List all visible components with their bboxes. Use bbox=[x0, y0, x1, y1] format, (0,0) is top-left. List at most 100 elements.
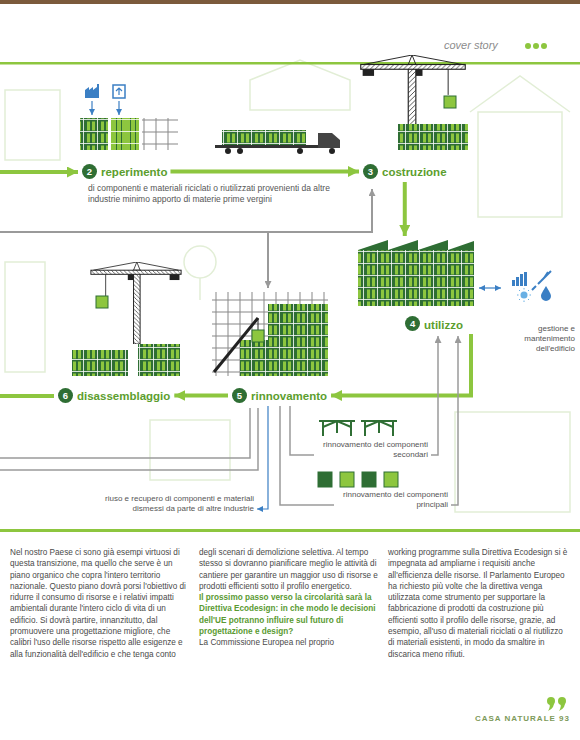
management-icons bbox=[521, 292, 528, 299]
sourcing-illustration bbox=[91, 101, 92, 115]
step-name: reperimento bbox=[101, 166, 167, 178]
truck bbox=[215, 145, 320, 148]
step-number: 5 bbox=[232, 388, 247, 403]
flow-arrow bbox=[280, 406, 334, 505]
truck bbox=[215, 130, 340, 154]
background-houses bbox=[250, 60, 350, 110]
flow-lines bbox=[0, 408, 250, 458]
article-text: La Commissione Europea nel proprio bbox=[199, 637, 379, 648]
step-number: 2 bbox=[82, 164, 97, 179]
flow-lines bbox=[0, 172, 372, 470]
background-houses bbox=[455, 412, 570, 512]
note-text: rinnovamento dei componenti principali bbox=[338, 490, 448, 510]
process-step: 6disassemblaggio bbox=[58, 388, 170, 403]
construction-crane bbox=[361, 55, 468, 150]
main-components-icons bbox=[340, 472, 354, 487]
section-tag: cover story bbox=[444, 39, 498, 51]
section-dots bbox=[525, 43, 531, 49]
management-icons bbox=[512, 271, 551, 302]
truck bbox=[237, 148, 243, 154]
sourcing-illustration bbox=[111, 118, 139, 150]
sourcing-illustration bbox=[142, 118, 178, 150]
flow-arrow bbox=[331, 334, 471, 396]
secondary-components-icons bbox=[319, 421, 397, 436]
section-dots bbox=[525, 43, 547, 49]
note-box: riuso e recupero di componenti e materia… bbox=[74, 494, 254, 514]
step-name: rinnovamento bbox=[251, 390, 327, 402]
background-houses bbox=[199, 278, 201, 300]
background-houses bbox=[470, 76, 570, 112]
truck bbox=[297, 148, 303, 154]
sourcing-illustration bbox=[80, 118, 108, 150]
step-number: 6 bbox=[58, 388, 73, 403]
disassembly-illustration bbox=[138, 344, 180, 376]
flow-arrow bbox=[257, 406, 268, 509]
process-step: 2 reperimento bbox=[82, 164, 167, 179]
flow-arrow bbox=[479, 287, 501, 288]
quote-mark bbox=[547, 697, 566, 711]
main-components-icons bbox=[318, 472, 398, 487]
step-description: di componenti e materiali riciclati o ri… bbox=[88, 183, 360, 205]
disassembly-illustration bbox=[91, 262, 181, 344]
renovation-illustration bbox=[268, 304, 328, 376]
flow-arrow bbox=[451, 336, 458, 505]
article-question: Il prossimo passo verso la circolarità s… bbox=[199, 592, 379, 637]
management-icons bbox=[516, 277, 519, 286]
step-number: 3 bbox=[363, 164, 378, 179]
renovation-illustration bbox=[252, 330, 264, 342]
bottom-rule bbox=[0, 529, 580, 532]
quote-mark bbox=[548, 701, 554, 711]
building-in-use bbox=[358, 250, 474, 306]
process-step: 4utilizzo bbox=[355, 238, 477, 334]
building-in-use bbox=[358, 240, 474, 250]
management-icons bbox=[520, 274, 523, 286]
text-column: Nel nostro Paese ci sono già esempi virt… bbox=[10, 547, 190, 660]
truck bbox=[318, 133, 340, 148]
secondary-components-icons bbox=[361, 421, 397, 436]
sourcing-illustration bbox=[113, 85, 125, 98]
section-dots bbox=[533, 43, 539, 49]
management-icons bbox=[517, 288, 531, 302]
renovation-illustration bbox=[212, 292, 328, 376]
background-houses bbox=[184, 246, 216, 278]
sourcing-illustration bbox=[118, 101, 119, 115]
construction-crane bbox=[444, 96, 456, 108]
process-step: 3costruzione bbox=[363, 164, 447, 179]
note-box: gestione e mantenimento dell'edificio bbox=[503, 262, 575, 354]
renovation-illustration bbox=[258, 318, 259, 330]
note-text: rinnovamento dei componenti secondari bbox=[318, 440, 428, 460]
note-box: rinnovamento dei componenti principali bbox=[338, 490, 448, 510]
note-text: riuso e recupero di componenti e materia… bbox=[74, 494, 254, 514]
text-column: degli scenari di demolizione selettiva. … bbox=[199, 547, 379, 649]
background-houses bbox=[5, 60, 570, 512]
flow-arrow bbox=[290, 406, 314, 455]
flow-arrow bbox=[170, 170, 359, 174]
renovation-illustration bbox=[212, 292, 328, 376]
background-houses bbox=[150, 420, 230, 480]
sourcing-illustration bbox=[116, 88, 122, 95]
renovation-illustration bbox=[214, 318, 258, 372]
secondary-components-icons bbox=[319, 421, 355, 436]
step-name: utilizzo bbox=[424, 319, 463, 331]
background-houses bbox=[478, 112, 562, 217]
flow-lines bbox=[267, 232, 269, 288]
flow-lines bbox=[0, 408, 258, 470]
article-text: degli scenari di demolizione selettiva. … bbox=[199, 547, 379, 592]
disassembly-illustration bbox=[72, 262, 181, 376]
flow-arrow bbox=[431, 336, 438, 455]
construction-crane bbox=[398, 124, 468, 150]
quote-mark bbox=[559, 701, 565, 711]
management-icons bbox=[532, 271, 551, 290]
top-rule bbox=[0, 62, 580, 65]
building-in-use bbox=[358, 240, 474, 306]
management-icons bbox=[524, 272, 527, 286]
process-step: 5 rinnovamento bbox=[232, 388, 327, 403]
text-column: working programme sulla Direttiva Ecodes… bbox=[388, 547, 570, 660]
section-dots bbox=[541, 43, 547, 49]
management-icons bbox=[541, 286, 551, 301]
page-footer: CASA NATURALE 93 bbox=[430, 714, 570, 723]
flow-lines bbox=[0, 170, 78, 174]
disassembly-illustration bbox=[96, 296, 108, 308]
flow-lines bbox=[0, 394, 54, 398]
